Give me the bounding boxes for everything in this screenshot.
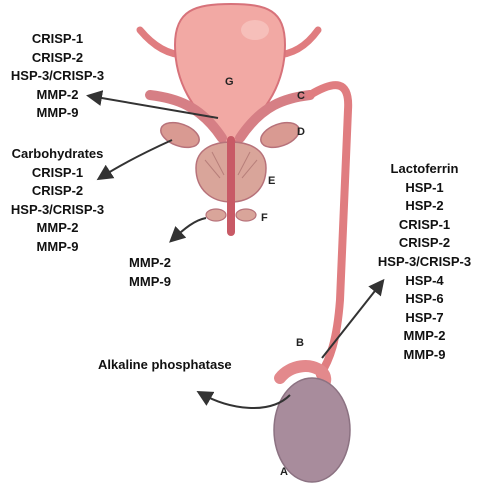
label-g: G bbox=[225, 76, 234, 88]
label-e: E bbox=[268, 175, 276, 187]
list-item: MMP-9 bbox=[403, 346, 446, 362]
list-item: HSP-3/CRISP-3 bbox=[10, 68, 105, 84]
vas-deferens bbox=[306, 81, 353, 379]
list-item: HSP-7 bbox=[405, 309, 444, 325]
arrow-ampulla bbox=[86, 90, 219, 119]
label-c: C bbox=[297, 90, 305, 102]
right-ampulla bbox=[235, 90, 315, 143]
arrow-testis bbox=[196, 391, 291, 409]
arrow-epididymis bbox=[321, 278, 385, 359]
list-item: MMP-9 bbox=[36, 105, 79, 121]
list-item: Carbohydrates bbox=[11, 146, 104, 161]
bulbourethral-protein-list: MMP-2 MMP-9 bbox=[110, 254, 190, 291]
right-seminal-vesicle bbox=[260, 121, 300, 149]
list-item: MMP-2 bbox=[36, 86, 79, 102]
list-item: HSP-2 bbox=[405, 198, 444, 214]
list-item: HSP-3/CRISP-3 bbox=[377, 253, 472, 269]
testis-marker-label: Alkaline phosphatase bbox=[98, 357, 232, 372]
list-item: MMP-9 bbox=[129, 273, 171, 289]
list-item: HSP-4 bbox=[405, 272, 444, 288]
left-bulbourethral-gland bbox=[205, 208, 227, 222]
prostate-texture bbox=[204, 151, 258, 179]
list-item: HSP-1 bbox=[405, 179, 444, 195]
right-bulbourethral-gland bbox=[235, 208, 257, 222]
list-item: CRISP-2 bbox=[31, 183, 84, 199]
list-item: CRISP-2 bbox=[398, 235, 451, 251]
label-f: F bbox=[261, 212, 268, 224]
list-item: MMP-2 bbox=[36, 220, 79, 236]
list-item: CRISP-1 bbox=[31, 164, 84, 180]
seminal-vesicle-protein-list: Carbohydrates CRISP-1 CRISP-2 HSP-3/CRIS… bbox=[0, 145, 115, 257]
list-item: MMP-2 bbox=[129, 255, 171, 270]
label-d: D bbox=[297, 126, 305, 138]
list-item: MMP-9 bbox=[36, 238, 79, 254]
arrow-seminal-vesicle bbox=[96, 139, 173, 181]
left-seminal-vesicle bbox=[160, 121, 200, 149]
bladder-highlight bbox=[241, 20, 269, 40]
testis bbox=[273, 377, 351, 483]
list-item: HSP-6 bbox=[405, 291, 444, 307]
left-ampulla bbox=[145, 90, 227, 143]
list-item: CRISP-2 bbox=[31, 49, 84, 65]
list-item: CRISP-1 bbox=[398, 216, 451, 232]
list-item: CRISP-1 bbox=[31, 31, 84, 46]
ampulla-protein-list: CRISP-1 CRISP-2 HSP-3/CRISP-3 MMP-2 MMP-… bbox=[0, 30, 115, 123]
epididymis-protein-list: Lactoferrin HSP-1 HSP-2 CRISP-1 CRISP-2 … bbox=[372, 160, 477, 365]
label-b: B bbox=[296, 337, 304, 349]
list-item: MMP-2 bbox=[403, 328, 446, 344]
arrow-bulbourethral bbox=[169, 217, 207, 243]
label-a: A bbox=[280, 466, 288, 478]
list-item: Lactoferrin bbox=[390, 161, 459, 176]
list-item: HSP-3/CRISP-3 bbox=[10, 201, 105, 217]
